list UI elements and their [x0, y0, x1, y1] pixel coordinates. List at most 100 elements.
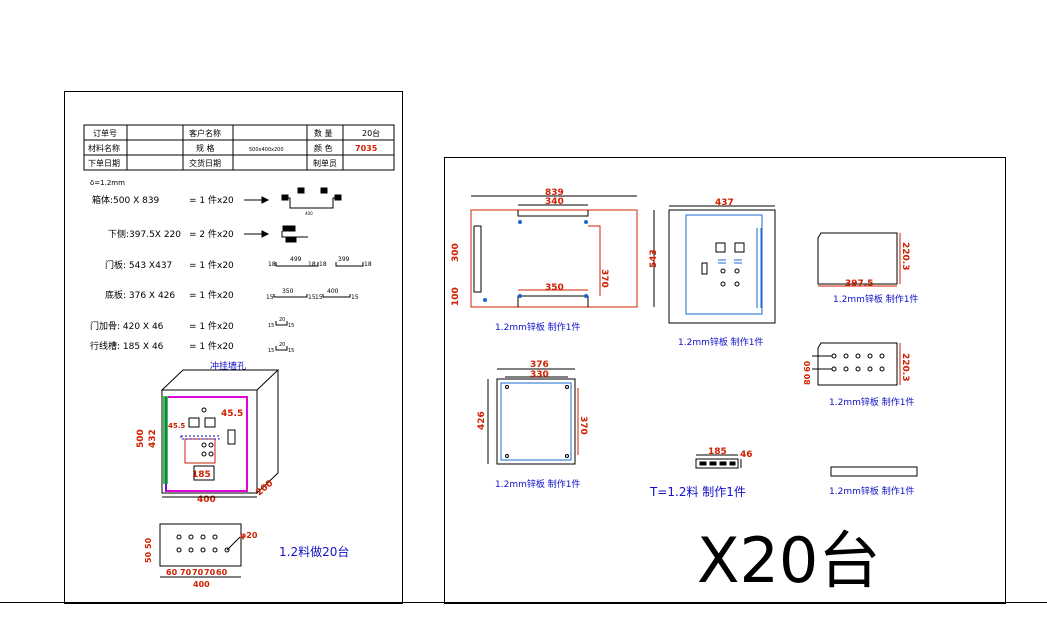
p5-dim-185: 185: [708, 447, 727, 457]
p6-dim-b: 80: [803, 373, 812, 385]
big-quantity-note: X20台: [697, 524, 880, 597]
dim-500: 500: [136, 429, 146, 448]
part2-door: [668, 205, 776, 324]
part4-dims: 376 330 426 370: [477, 360, 588, 435]
sketch4-dim-e1: 15: [266, 294, 274, 301]
p3-dim-w: 397.5: [845, 279, 873, 289]
part4-label: 1.2mm锌板 制作1件: [495, 478, 580, 490]
sketch3-dim-b: 399: [338, 256, 350, 263]
p1-dim-300: 300: [451, 243, 461, 262]
dim-h5: 60: [216, 568, 228, 577]
sketch6-e1: 15: [268, 348, 274, 354]
dim-400: 400: [197, 495, 216, 505]
sketch5-dim: 20: [279, 317, 285, 323]
part1-dims: 839 340 300 100 370 350 543: [451, 188, 659, 306]
cell-order-date-label: 下单日期: [88, 158, 120, 168]
part-1-qty: = 1 件x20: [189, 194, 234, 206]
cell-order-no-label: 订单号: [93, 128, 117, 138]
p3-dim-h: 220.3: [900, 242, 910, 270]
sketch4-dims: 350 400 15 15 15 15: [266, 288, 359, 301]
p4-dim-370: 370: [578, 416, 588, 435]
part-4-name: 底板: 376 X 426: [105, 289, 175, 301]
p6-dim-h: 220.3: [900, 353, 910, 381]
part-1-name: 箱体:500 X 839: [92, 194, 160, 206]
sketch4-dim-e2: 15: [308, 294, 316, 301]
sketch5-e2: 15: [288, 323, 294, 329]
part7-strip: [830, 466, 918, 477]
bottom-view-dims: φ20 50 50 60 70 70 70 60 400: [144, 531, 258, 589]
part1-holes: [483, 220, 588, 302]
part-2-name: 下侧:397.5X 220: [108, 228, 181, 240]
part-4-qty: = 1 件x20: [189, 289, 234, 301]
p4-dim-426: 426: [477, 411, 487, 430]
p4-dim-376: 376: [530, 360, 549, 370]
right-drawing-sheet: [444, 157, 1006, 604]
part-2-qty: = 2 件x20: [189, 228, 234, 240]
sketch-door-panel: [275, 262, 364, 267]
dim-phi20: φ20: [240, 531, 258, 540]
dim-50a: 50: [144, 551, 153, 563]
cell-delivery-label: 交货日期: [189, 158, 221, 168]
part1-flat: [470, 195, 655, 308]
p1-dim-543: 543: [649, 249, 659, 268]
p1-dim-350: 350: [545, 283, 564, 293]
sketch4-dim-e3: 15: [315, 294, 323, 301]
sketch-box-body: [281, 187, 342, 209]
cabinet-note: 冲挂墙孔: [210, 360, 246, 372]
cell-color-label: 颜 色: [314, 143, 333, 153]
cell-color-value: 7035: [355, 144, 378, 153]
cabinet-3d-view: [160, 369, 280, 495]
sketch-channels: [275, 321, 288, 351]
p1-dim-839: 839: [545, 188, 564, 198]
part2-label: 1.2mm锌板 制作1件: [678, 336, 763, 348]
part-5-name: 门加骨: 420 X 46: [90, 320, 164, 332]
p1-dim-100: 100: [451, 287, 461, 306]
part-6-name: 行线槽: 185 X 46: [90, 340, 164, 352]
part5-label: T=1.2料 制作1件: [649, 485, 746, 499]
sketch-bottom-plate: [273, 294, 351, 298]
cell-spec-value: 500x400x200: [249, 147, 284, 153]
left-drawing-sheet: [64, 91, 403, 604]
sketch3-dim-e4: 18: [364, 261, 372, 268]
sketch4-dim-a: 350: [282, 288, 294, 295]
order-info-table: [83, 124, 395, 171]
sketch3-dim-e3: 18: [319, 261, 327, 268]
dim-185: 185: [192, 470, 211, 480]
dim-50b: 50: [144, 537, 153, 549]
sketch3-dims: 499 399 18 18 18 18: [268, 256, 372, 268]
bottom-hole-view: [159, 523, 242, 578]
cell-qty-value: 20台: [362, 128, 380, 138]
cell-maker-label: 制单员: [313, 158, 337, 168]
dim-200: 200: [255, 479, 276, 499]
sketch3-dim-a: 499: [290, 256, 302, 263]
part3-label: 1.2mm锌板 制作1件: [833, 293, 918, 305]
part6-label: 1.2mm锌板 制作1件: [829, 396, 914, 408]
part4-bottom-plate: [487, 368, 579, 465]
sketch4-dim-b: 400: [327, 288, 339, 295]
cell-customer-label: 客户名称: [189, 128, 221, 138]
part-6-qty: = 1 件x20: [189, 340, 234, 352]
cell-material-label: 材料名称: [88, 143, 120, 153]
parts-list: δ=1.2mm 箱体:500 X 839 = 1 件x20 下侧:397.5X …: [90, 179, 234, 352]
part6-side-holes: [812, 342, 901, 386]
dim-h4: 70: [204, 568, 216, 577]
sketch3-dim-e1: 18: [268, 261, 276, 268]
sketch4-dim-e4: 15: [351, 294, 359, 301]
sketch5-e1: 15: [268, 323, 274, 329]
sketch1-dim: 400: [305, 211, 313, 216]
dim-h2: 70: [180, 568, 192, 577]
sketch6-e2: 15: [288, 348, 294, 354]
p1-dim-340: 340: [545, 197, 564, 207]
cell-qty-label: 数 量: [314, 128, 333, 138]
sketch-channel-dims: 20 15 15 20 15 15: [268, 317, 294, 354]
part7-label: 1.2mm锌板 制作1件: [829, 485, 914, 497]
part-3-qty: = 1 件x20: [189, 259, 234, 271]
p1-dim-370: 370: [599, 269, 609, 288]
cell-spec-label: 规 格: [196, 143, 215, 153]
order-table-text: 订单号 客户名称 数 量 20台 材料名称 规 格 500x400x200 颜 …: [88, 128, 380, 168]
thickness-note: δ=1.2mm: [90, 179, 125, 187]
dim-h1: 60: [166, 568, 178, 577]
dim-w400: 400: [193, 580, 210, 589]
part-3-name: 门板: 543 X437: [105, 259, 172, 271]
